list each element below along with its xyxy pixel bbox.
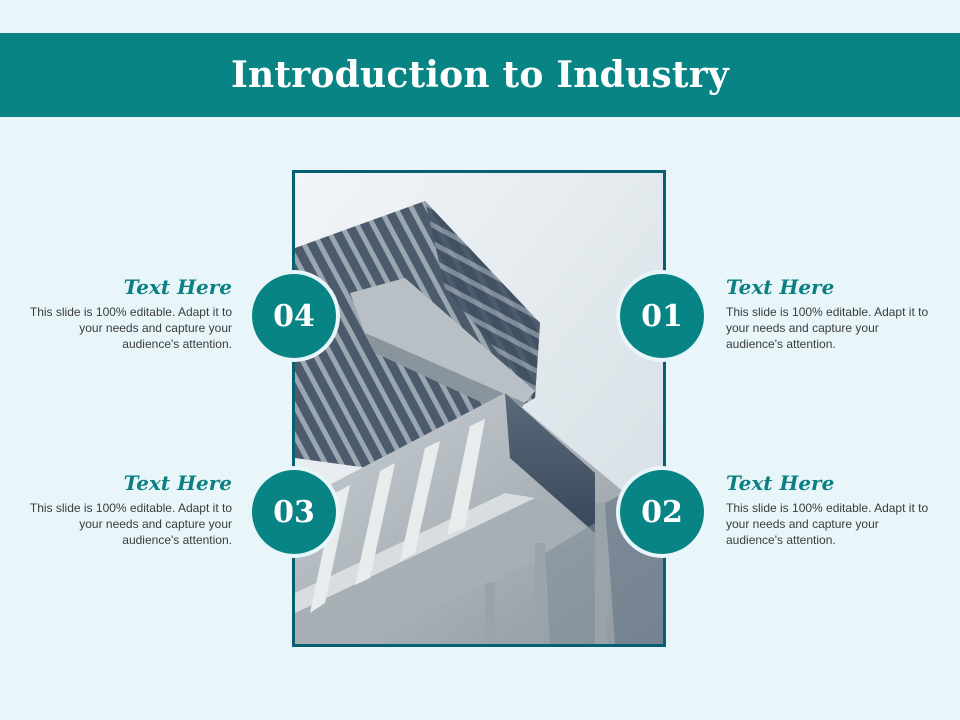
item-03-body: This slide is 100% editable. Adapt it to… — [29, 501, 232, 547]
item-04-block: Text Here This slide is 100% editable. A… — [20, 276, 232, 352]
item-01-heading: Text Here — [726, 275, 835, 299]
title-bar: Introduction to Industry — [0, 33, 960, 117]
number-badge-01: 01 — [616, 270, 708, 362]
number-badge-03: 03 — [248, 466, 340, 558]
item-02-body: This slide is 100% editable. Adapt it to… — [726, 501, 929, 547]
item-01-block: Text Here This slide is 100% editable. A… — [726, 276, 938, 352]
item-03-heading: Text Here — [123, 471, 232, 495]
item-03-block: Text Here This slide is 100% editable. A… — [20, 472, 232, 548]
item-04-body: This slide is 100% editable. Adapt it to… — [29, 305, 232, 351]
skyscraper-illustration — [295, 173, 663, 644]
item-02-block: Text Here This slide is 100% editable. A… — [726, 472, 938, 548]
building-photo — [292, 170, 666, 647]
number-badge-02: 02 — [616, 466, 708, 558]
item-04-heading: Text Here — [123, 275, 232, 299]
item-01-body: This slide is 100% editable. Adapt it to… — [726, 305, 929, 351]
slide-title: Introduction to Industry — [230, 54, 730, 96]
number-badge-04: 04 — [248, 270, 340, 362]
item-02-heading: Text Here — [726, 471, 835, 495]
